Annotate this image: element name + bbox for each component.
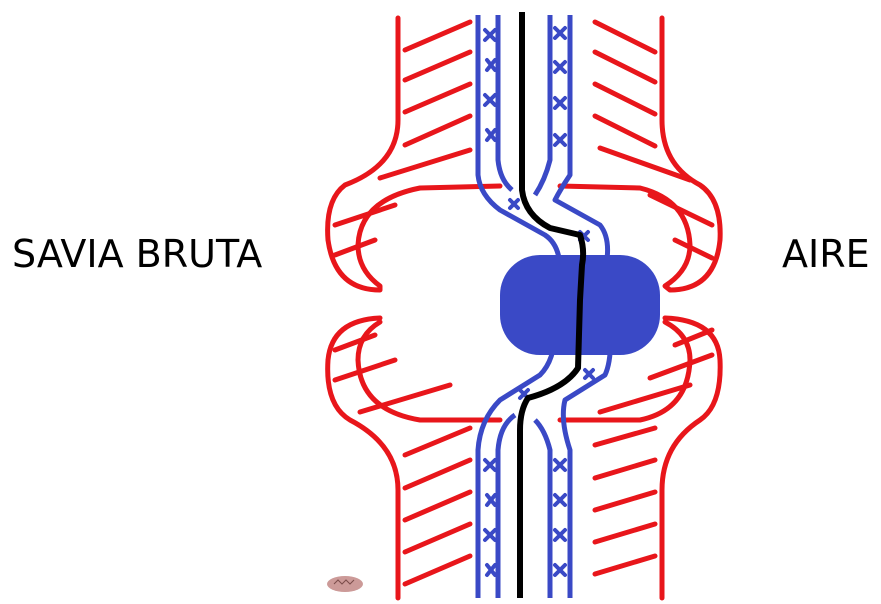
left-lower-wall [328, 318, 500, 598]
small-mark [327, 576, 363, 592]
